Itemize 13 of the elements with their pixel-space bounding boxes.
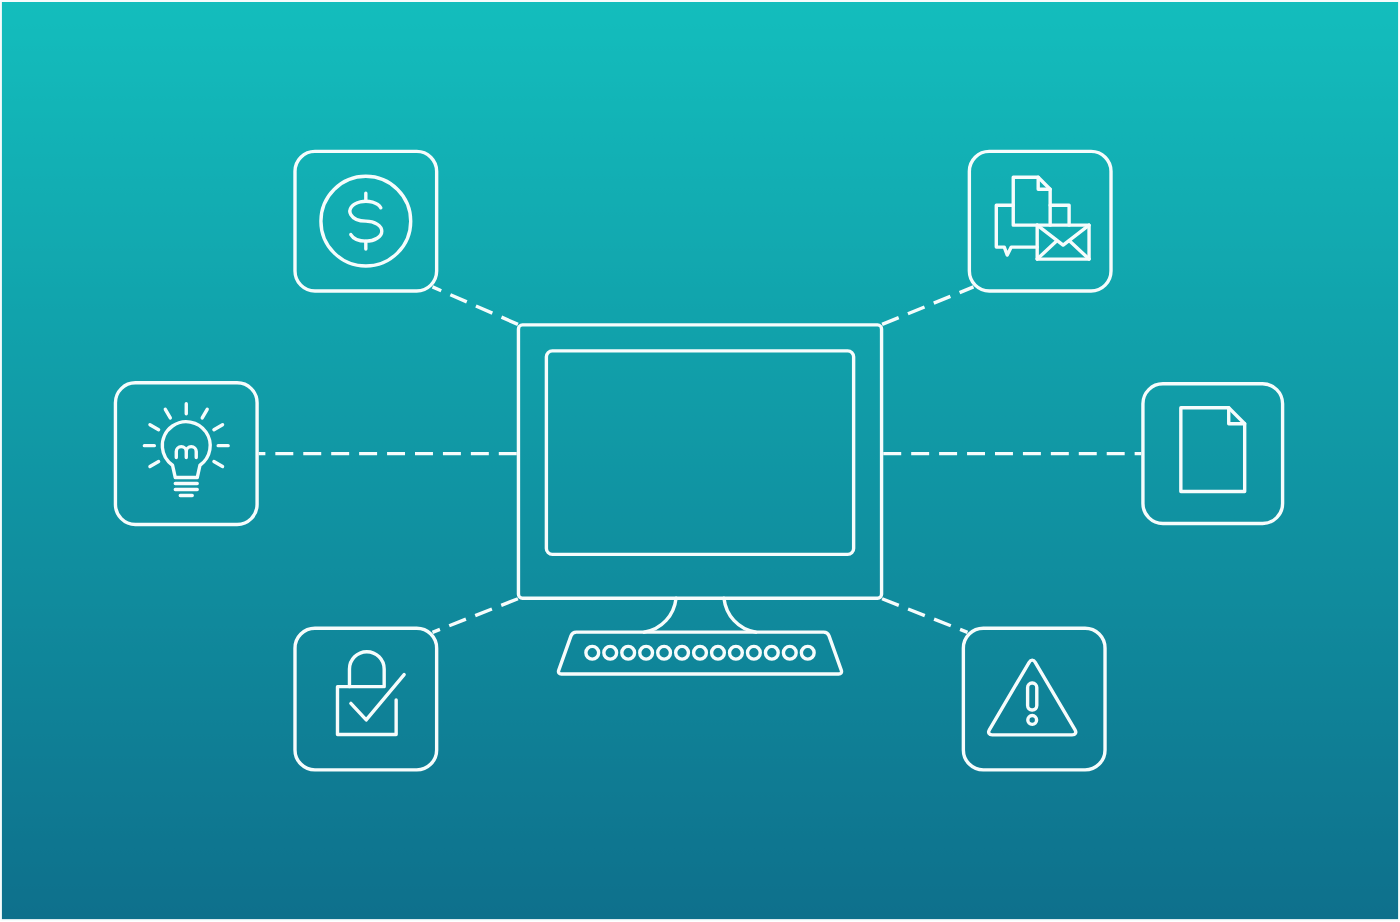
dashed-connector bbox=[881, 285, 975, 327]
dashed-connector bbox=[883, 452, 1142, 456]
computer-monitor bbox=[516, 323, 884, 677]
dashed-connector bbox=[431, 285, 519, 327]
padlock-check-icon bbox=[293, 626, 439, 772]
lightbulb-icon bbox=[113, 381, 259, 527]
warning-icon bbox=[961, 626, 1107, 772]
document-icon bbox=[1141, 382, 1285, 526]
dashed-connector bbox=[881, 597, 969, 635]
dollar-coin-icon bbox=[293, 150, 439, 294]
dashed-connector bbox=[258, 452, 517, 456]
chat-mail-icon bbox=[967, 150, 1113, 294]
dashed-connector bbox=[431, 597, 519, 635]
